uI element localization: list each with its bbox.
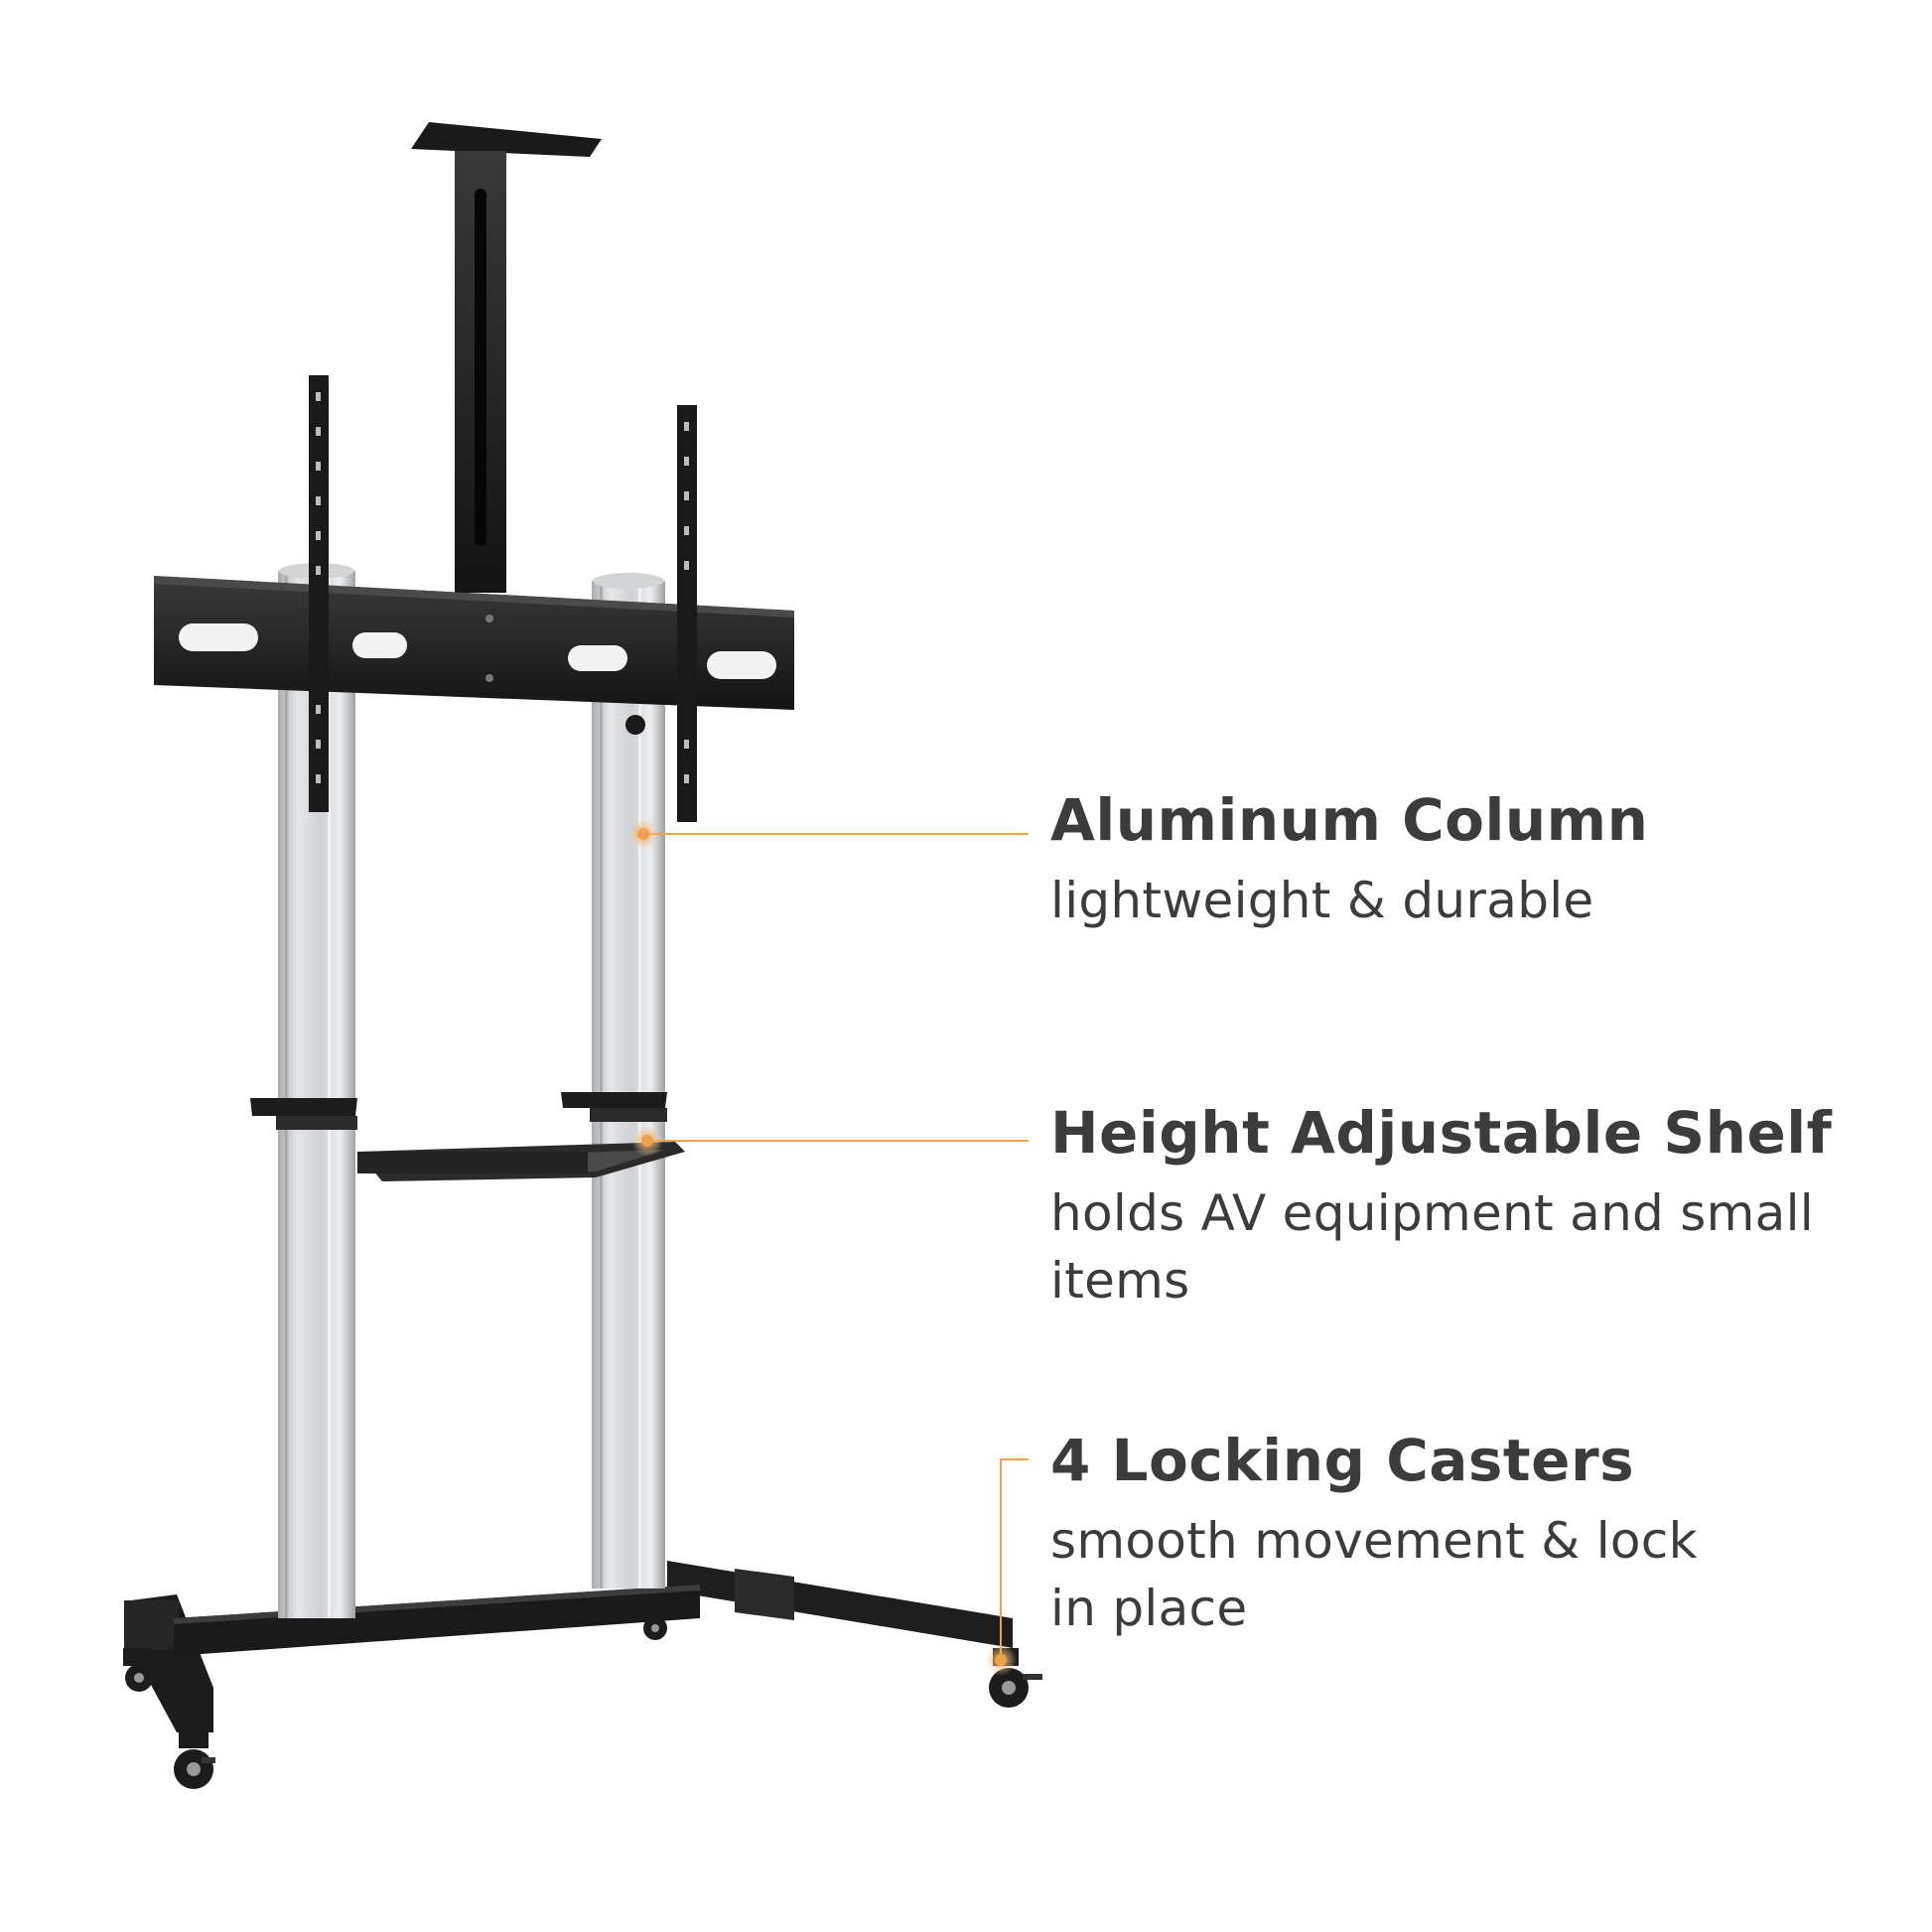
feature-description: lightweight & durable (1050, 871, 1594, 929)
aluminum-column-right (592, 581, 665, 1588)
feature-description: smooth movement & lock in place (1050, 1511, 1698, 1637)
mounting-bar (154, 576, 794, 710)
shelf-collars (250, 1092, 667, 1130)
camera-shelf (411, 122, 602, 593)
base-frame (124, 1561, 1013, 1732)
callout-dot-icon (627, 818, 1017, 1676)
caster-wheels (123, 1616, 1042, 1789)
feature-height-adjustable-shelf: Height Adjustable Shelf holds AV equipme… (1050, 1099, 1864, 1314)
callout-lines (643, 833, 1029, 1660)
feature-aluminum-column: Aluminum Column lightweight & durable (1050, 786, 1649, 934)
feature-title: Aluminum Column (1050, 786, 1649, 854)
feature-locking-casters: 4 Locking Casters smooth movement & lock… (1050, 1427, 1745, 1642)
feature-title: Height Adjustable Shelf (1050, 1099, 1833, 1167)
adjustable-shelf (357, 1142, 685, 1181)
vesa-arm-left (309, 375, 329, 812)
vesa-arm-right (625, 405, 697, 822)
feature-title: 4 Locking Casters (1050, 1427, 1635, 1494)
feature-description: holds AV equipment and small items (1050, 1183, 1814, 1310)
